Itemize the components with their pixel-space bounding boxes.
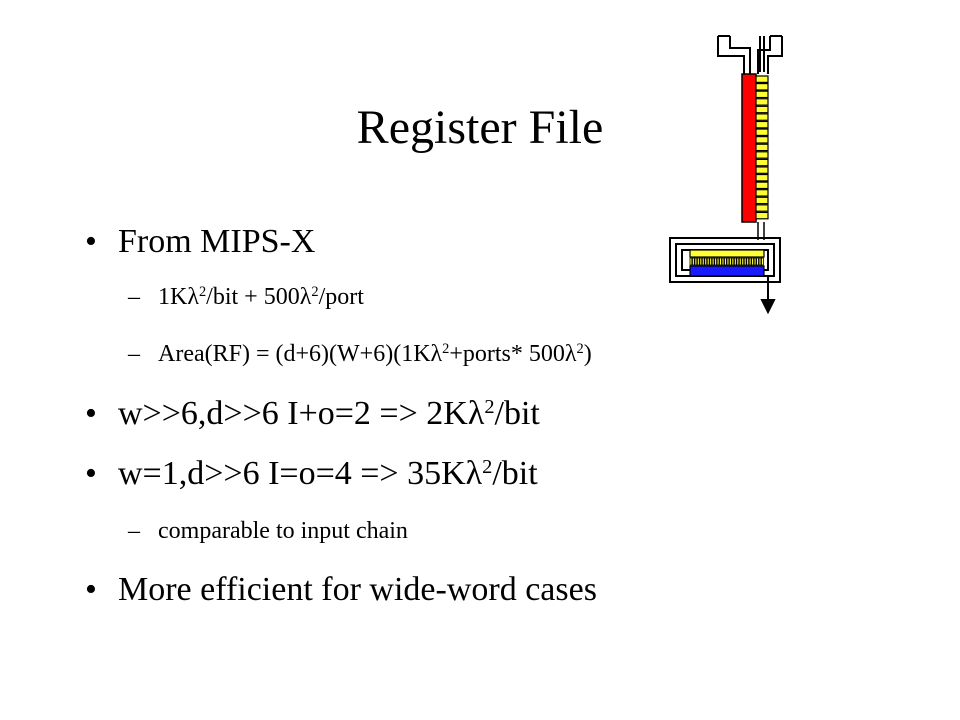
- register-cell: [755, 120, 769, 129]
- register-cell: [755, 196, 769, 205]
- bullet-marker: •: [85, 395, 97, 432]
- bus-cell: [706, 257, 710, 266]
- bus-cell: [741, 257, 745, 266]
- sub-bullet-marker: –: [128, 284, 140, 310]
- bus-cell: [753, 257, 757, 266]
- bullet-narrow-deep-case: • w=1,d>>6 I=o=4 => 35Kλ2/bit: [85, 454, 538, 494]
- register-cell: [755, 143, 769, 152]
- bus-cell: [724, 257, 727, 266]
- yellow-bus-bar: [689, 249, 765, 258]
- sub-bullet-text: 1Kλ2/bit + 500λ2/port: [158, 284, 364, 310]
- bullet-marker: •: [85, 223, 97, 260]
- slide-title: Register File: [356, 101, 604, 154]
- bus-cell: [761, 257, 764, 266]
- register-cell: [755, 189, 769, 197]
- bus-cell: [699, 257, 703, 266]
- register-cell: [755, 98, 769, 106]
- bullet-text: More efficient for wide-word cases: [118, 571, 597, 608]
- bullet-text: w=1,d>>6 I=o=4 => 35Kλ2/bit: [118, 455, 538, 492]
- bus-cell: [697, 257, 700, 266]
- bus-cell: [704, 257, 708, 266]
- bullet-from-mips-x: • From MIPS-X: [85, 222, 315, 262]
- horizontal-cell-row: [689, 257, 764, 266]
- register-cell: [755, 181, 769, 190]
- bullet-wide-deep-case: • w>>6,d>>6 I+o=2 => 2Kλ2/bit: [85, 394, 540, 434]
- bus-cell: [756, 257, 759, 266]
- register-cell: [755, 151, 769, 159]
- register-cell: [755, 105, 769, 114]
- superscript: 2: [482, 455, 493, 478]
- register-cell: [755, 204, 769, 212]
- bus-cell: [738, 257, 742, 266]
- sub-bullet-comparable: –comparable to input chain: [128, 516, 408, 546]
- bus-cell: [689, 257, 693, 266]
- register-cell: [755, 113, 769, 121]
- input-wires: [717, 35, 783, 74]
- bus-cell: [729, 257, 732, 266]
- bus-cell: [711, 257, 715, 266]
- bus-cell: [751, 257, 754, 266]
- sub-bullet-per-bit-area: –1Kλ2/bit + 500λ2/port: [128, 282, 364, 312]
- wire: [767, 36, 783, 74]
- bus-cell: [719, 257, 722, 266]
- bus-cell: [714, 257, 717, 266]
- register-cell: [755, 82, 769, 91]
- register-cell: [755, 166, 769, 174]
- vertical-cell-column: [755, 75, 769, 220]
- bus-cell: [758, 257, 762, 266]
- bus-cell: [731, 257, 735, 266]
- register-cell: [755, 211, 769, 220]
- sub-bullet-text: Area(RF) = (d+6)(W+6)(1Kλ2+ports* 500λ2): [158, 341, 592, 367]
- bus-cell: [709, 257, 712, 266]
- bullet-more-efficient: • More efficient for wide-word cases: [85, 570, 597, 610]
- register-cell: [755, 75, 769, 83]
- blue-bus-bar: [689, 265, 765, 277]
- bus-cell: [726, 257, 730, 266]
- superscript: 2: [198, 284, 207, 301]
- bus-cell: [694, 257, 698, 266]
- wire: [757, 36, 771, 74]
- output-arrow: [760, 276, 776, 315]
- bus-cell: [692, 257, 695, 266]
- red-strip: [741, 73, 757, 223]
- bullet-text: w>>6,d>>6 I+o=2 => 2Kλ2/bit: [118, 395, 540, 432]
- wire: [729, 36, 751, 74]
- register-cell: [755, 158, 769, 167]
- sub-bullet-text: comparable to input chain: [158, 518, 408, 544]
- superscript: 2: [484, 395, 495, 418]
- bus-cell: [721, 257, 725, 266]
- sub-bullet-marker: –: [128, 341, 140, 367]
- bullet-marker: •: [85, 571, 97, 608]
- sub-bullet-area-formula: –Area(RF) = (d+6)(W+6)(1Kλ2+ports* 500λ2…: [128, 339, 592, 369]
- bullet-text: From MIPS-X: [118, 223, 316, 260]
- register-cell: [755, 136, 769, 144]
- bus-cell: [736, 257, 740, 266]
- register-cell: [755, 90, 769, 99]
- superscript: 2: [442, 341, 450, 358]
- sub-bullet-marker: –: [128, 518, 140, 544]
- wire: [717, 36, 745, 74]
- bullet-marker: •: [85, 455, 97, 492]
- superscript: 2: [576, 341, 584, 358]
- bus-cell: [734, 257, 737, 266]
- bus-cell: [716, 257, 720, 266]
- register-file-svg: [669, 35, 783, 315]
- register-cell: [755, 128, 769, 137]
- register-file-diagram: [660, 28, 790, 323]
- bus-cell: [748, 257, 752, 266]
- register-cell: [755, 173, 769, 182]
- bus-cell: [743, 257, 747, 266]
- bus-cell: [746, 257, 750, 266]
- superscript: 2: [311, 284, 319, 301]
- bus-cell: [701, 257, 705, 266]
